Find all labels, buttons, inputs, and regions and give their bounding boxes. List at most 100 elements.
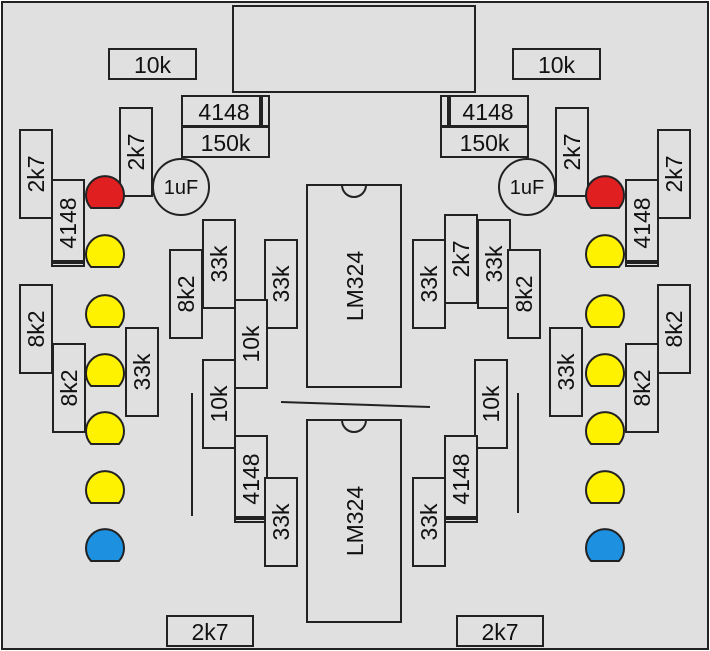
- resistor-2k7-left-inner-label: 2k7: [123, 133, 149, 170]
- diode-top-left: 4148: [181, 95, 270, 127]
- led-right-1: [585, 175, 625, 209]
- resistor-8k2-left-inner: 8k2: [52, 343, 86, 433]
- capacitor-left: 1uF: [126, 158, 210, 216]
- resistor-8k2-left-outer: 8k2: [19, 284, 53, 374]
- resistor-2k7-right-mid: 2k7: [444, 214, 478, 304]
- resistor-8k2-left-inner-label: 8k2: [56, 369, 82, 406]
- led-right-5: [585, 411, 625, 445]
- resistor-33k-left-bottom: 33k: [264, 477, 298, 567]
- resistor-bottom-left: 2k7: [166, 615, 254, 647]
- resistor-150k-left-label: 150k: [201, 130, 251, 156]
- resistor-33k-left-upper-body: [202, 219, 236, 309]
- resistor-2k7-right-outer-label: 2k7: [661, 155, 687, 192]
- resistor-10k-left-center-label: 10k: [238, 325, 264, 363]
- resistor-10k-right-lower: 10k: [474, 359, 508, 449]
- diode-right-upper: 4148: [625, 179, 659, 267]
- diode-left-upper: 4148: [51, 179, 85, 267]
- resistor-2k7-left-outer-body: [19, 129, 53, 219]
- led-left-1: [85, 175, 125, 209]
- resistor-8k2-right-mid: 8k2: [507, 249, 541, 339]
- diode-right-upper-body: [625, 179, 659, 267]
- resistor-33k-left-bottom-label: 33k: [268, 503, 294, 541]
- ic-lm324-bottom: LM324: [306, 419, 402, 623]
- resistor-10k-right-lower-body: [474, 359, 508, 449]
- resistor-8k2-right-outer-body: [657, 284, 691, 374]
- led-left-7: [85, 528, 125, 562]
- led-left-2: [85, 234, 125, 268]
- resistor-150k-left: 150k: [181, 126, 270, 158]
- resistor-2k7-left-outer-label: 2k7: [23, 155, 49, 192]
- resistor-bottom-right: 2k7: [456, 615, 544, 647]
- ic-lm324-top-label: LM324: [342, 251, 368, 322]
- resistor-8k2-right-mid-body: [507, 249, 541, 339]
- diode-top-left-label: 4148: [198, 99, 249, 125]
- led-left-6: [85, 470, 125, 504]
- resistor-33k-left-bottom-body: [264, 477, 298, 567]
- resistor-bottom-right-label: 2k7: [481, 619, 518, 645]
- resistor-10k-left-center-body: [234, 299, 268, 389]
- resistor-top-right-label: 10k: [538, 52, 576, 78]
- resistor-10k-left-lower-body: [202, 359, 236, 449]
- resistor-33k-right-center: 33k: [412, 239, 446, 329]
- diode-right-upper-label: 4148: [629, 197, 655, 248]
- resistor-2k7-left-inner-body: [119, 107, 153, 197]
- resistor-2k7-right-inner-label: 2k7: [559, 133, 585, 170]
- resistor-33k-left-center: 33k: [264, 239, 298, 329]
- diode-left-lower: 4148: [234, 435, 268, 523]
- led-right-3: [585, 294, 625, 328]
- resistor-33k-left-led-label: 33k: [129, 353, 155, 391]
- resistor-33k-right-center-body: [412, 239, 446, 329]
- resistor-33k-right-upper-body: [477, 219, 511, 309]
- resistor-8k2-left-mid-body: [169, 249, 203, 339]
- resistor-8k2-right-outer-label: 8k2: [661, 310, 687, 347]
- led-right-4: [585, 353, 625, 387]
- resistor-10k-right-lower-label: 10k: [478, 385, 504, 423]
- resistor-33k-right-bottom-body: [412, 477, 446, 567]
- resistor-top-right: 10k: [512, 48, 601, 80]
- resistor-8k2-right-inner: 8k2: [625, 343, 659, 433]
- resistor-33k-right-upper-label: 33k: [481, 245, 507, 283]
- resistor-2k7-left-outer: 2k7: [19, 129, 53, 219]
- resistor-33k-left-center-body: [264, 239, 298, 329]
- resistor-33k-right-led: 33k: [549, 327, 583, 417]
- resistor-2k7-right-mid-label: 2k7: [448, 240, 474, 277]
- resistor-2k7-right-inner: 2k7: [555, 107, 589, 197]
- resistor-8k2-right-inner-label: 8k2: [629, 369, 655, 406]
- resistor-33k-left-led-body: [125, 327, 159, 417]
- jumper-center: [280, 401, 431, 408]
- resistor-33k-right-led-body: [549, 327, 583, 417]
- resistor-8k2-right-inner-body: [625, 343, 659, 433]
- ic-lm324-bottom-label: LM324: [342, 486, 368, 557]
- resistor-8k2-right-mid-label: 8k2: [511, 275, 537, 312]
- connector-block: [232, 5, 476, 93]
- capacitor-left-label: 1uF: [164, 177, 198, 199]
- resistor-33k-left-center-label: 33k: [268, 265, 294, 303]
- resistor-33k-left-led: 33k: [125, 327, 159, 417]
- resistor-2k7-right-outer-body: [657, 129, 691, 219]
- resistor-33k-right-upper: 33k: [477, 219, 511, 309]
- resistor-33k-right-led-label: 33k: [553, 353, 579, 391]
- led-left-4: [85, 353, 125, 387]
- diode-left-upper-label: 4148: [55, 197, 81, 248]
- resistor-33k-right-center-label: 33k: [416, 265, 442, 303]
- resistor-10k-left-lower-label: 10k: [206, 385, 232, 423]
- resistor-8k2-left-mid: 8k2: [169, 249, 203, 339]
- resistor-2k7-right-outer: 2k7: [657, 129, 691, 219]
- resistor-150k-right-label: 150k: [460, 130, 510, 156]
- led-right-2: [585, 234, 625, 268]
- diode-left-lower-label: 4148: [238, 453, 264, 504]
- resistor-33k-right-bottom: 33k: [412, 477, 446, 567]
- resistor-bottom-left-label: 2k7: [191, 619, 228, 645]
- resistor-8k2-left-outer-body: [19, 284, 53, 374]
- led-right-6: [585, 470, 625, 504]
- capacitor-right-label: 1uF: [510, 177, 544, 199]
- resistor-8k2-right-outer: 8k2: [657, 284, 691, 374]
- led-right-7: [585, 528, 625, 562]
- resistor-8k2-left-mid-label: 8k2: [173, 275, 199, 312]
- diode-top-right-label: 4148: [462, 99, 513, 125]
- diode-top-right: 4148: [440, 95, 529, 127]
- ic-lm324-top: LM324: [306, 184, 402, 388]
- led-left-5: [85, 411, 125, 445]
- diode-right-lower: 4148: [444, 435, 478, 523]
- diode-left-upper-body: [51, 179, 85, 267]
